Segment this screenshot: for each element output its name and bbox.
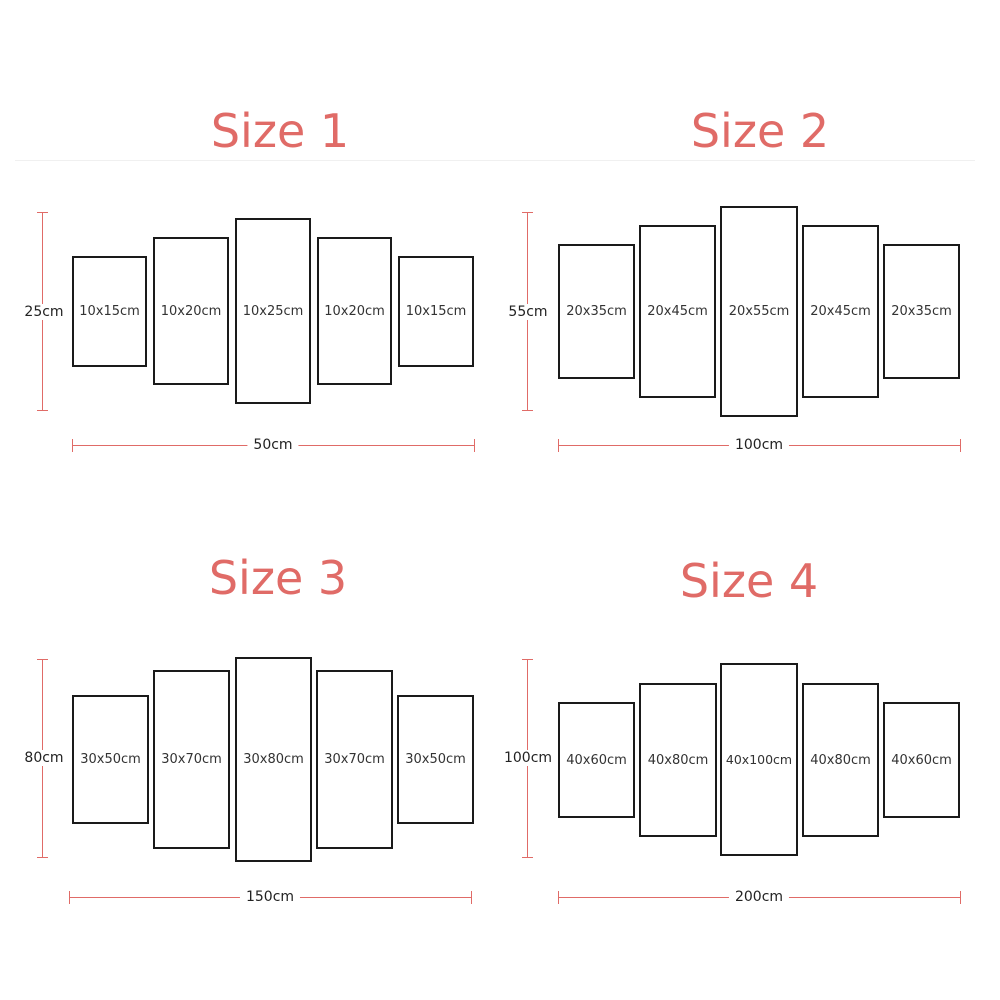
size-2-title: Size 2 xyxy=(690,104,830,158)
panel-size-label: 10x25cm xyxy=(242,303,304,319)
divider-line xyxy=(15,160,975,161)
panel-size-label: 10x20cm xyxy=(324,303,385,319)
size-3-panel: 30x80cm xyxy=(235,657,312,862)
size-2-width-label: 100cm xyxy=(728,437,790,453)
panel-size-label: 10x20cm xyxy=(160,303,222,319)
panel-size-label: 40x80cm xyxy=(647,752,709,768)
size-2-panel: 20x45cm xyxy=(639,225,716,398)
size-1-height-label: 25cm xyxy=(18,304,70,320)
size-3-panel: 30x70cm xyxy=(316,670,393,849)
panel-size-label: 20x45cm xyxy=(810,304,871,319)
size-4-panel: 40x60cm xyxy=(883,702,960,818)
size-1-panel: 10x15cm xyxy=(398,256,474,367)
panel-size-label: 10x15cm xyxy=(405,304,467,319)
size-2-panel: 20x45cm xyxy=(802,225,879,398)
size-1-panel: 10x20cm xyxy=(317,237,392,385)
panel-size-label: 30x70cm xyxy=(161,752,222,767)
panel-size-label: 30x80cm xyxy=(243,752,304,767)
panel-size-label: 40x100cm xyxy=(725,752,793,767)
size-3-height-label: 80cm xyxy=(18,750,70,766)
panel-size-label: 20x35cm xyxy=(566,304,627,319)
panel-size-label: 40x60cm xyxy=(891,752,952,768)
panel-size-label: 10x15cm xyxy=(79,304,140,319)
size-1-width-label: 50cm xyxy=(247,437,299,453)
panel-size-label: 30x50cm xyxy=(405,752,466,767)
size-1-title: Size 1 xyxy=(210,104,350,158)
size-2-panel: 20x35cm xyxy=(883,244,960,379)
size-1-panel: 10x15cm xyxy=(72,256,147,367)
size-4-height-label: 100cm xyxy=(497,750,559,766)
panel-size-label: 40x80cm xyxy=(810,752,871,768)
size-3-panel: 30x50cm xyxy=(397,695,474,824)
size-3-title: Size 3 xyxy=(208,551,348,605)
size-2-panel: 20x35cm xyxy=(558,244,635,379)
size-4-panel: 40x100cm xyxy=(720,663,798,856)
size-4-title: Size 4 xyxy=(679,554,819,608)
size-3-width-label: 150cm xyxy=(239,889,301,905)
size-1-panel: 10x20cm xyxy=(153,237,229,385)
size-3-panel: 30x50cm xyxy=(72,695,149,824)
panel-size-label: 40x60cm xyxy=(566,752,627,768)
size-2-panel: 20x55cm xyxy=(720,206,798,417)
panel-size-label: 20x45cm xyxy=(647,304,708,319)
size-1-panel: 10x25cm xyxy=(235,218,311,404)
size-2-height-label: 55cm xyxy=(502,304,554,320)
panel-size-label: 30x70cm xyxy=(324,752,385,767)
panel-size-label: 20x35cm xyxy=(891,304,952,319)
size-4-panel: 40x80cm xyxy=(802,683,879,837)
size-4-width-label: 200cm xyxy=(728,889,790,905)
size-3-panel: 30x70cm xyxy=(153,670,230,849)
size-4-panel: 40x60cm xyxy=(558,702,635,818)
size-4-panel: 40x80cm xyxy=(639,683,717,837)
panel-size-label: 30x50cm xyxy=(80,752,141,767)
panel-size-label: 20x55cm xyxy=(728,304,790,319)
